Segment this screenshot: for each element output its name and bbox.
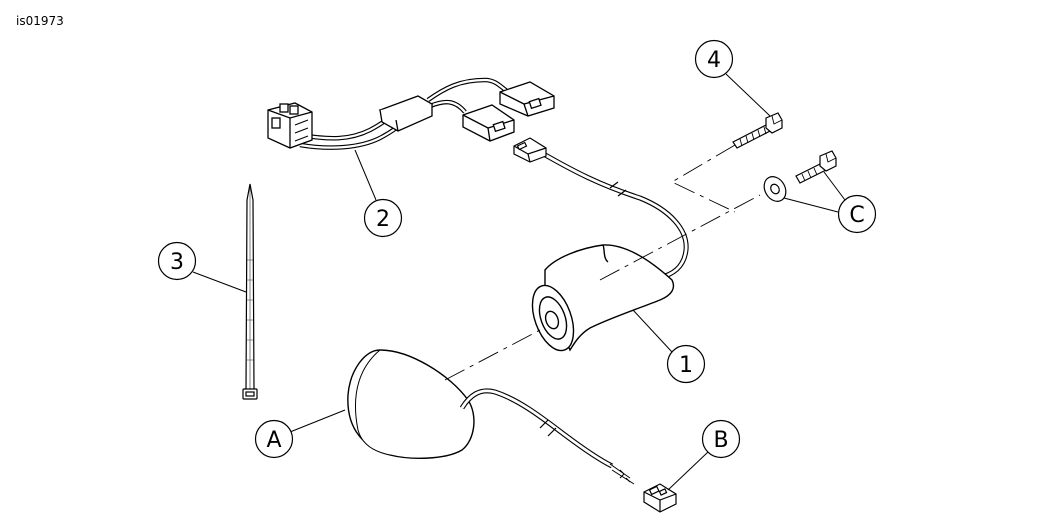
callout-2-label: 2 <box>376 207 390 232</box>
screw-c <box>795 150 837 184</box>
harness-plug-lower <box>462 104 515 142</box>
callout-b: B <box>701 419 741 459</box>
lens-lead-wire <box>459 388 635 485</box>
lamp-lens-a <box>347 349 475 459</box>
callout-1-label: 1 <box>679 353 693 378</box>
callout-c-label: C <box>849 203 864 228</box>
lamp-lead-wire <box>538 149 689 281</box>
callout-3: 3 <box>157 241 197 281</box>
callout-3-label: 3 <box>170 250 184 275</box>
harness-main-connector <box>267 102 313 149</box>
callout-2: 2 <box>363 198 403 238</box>
harness-splice-block <box>378 95 434 132</box>
document-id: is01973 <box>16 14 64 28</box>
screw-4 <box>732 112 783 149</box>
callout-1: 1 <box>666 344 706 384</box>
harness-plug-upper <box>499 81 555 117</box>
lamp-lead-connector <box>513 137 547 163</box>
callout-a: A <box>254 419 294 459</box>
leader-lines <box>192 73 846 491</box>
cable-tie <box>242 183 258 400</box>
callout-c: C <box>837 194 877 234</box>
callout-4: 4 <box>694 39 734 79</box>
lamp-housing <box>531 244 675 352</box>
callout-a-label: A <box>266 428 281 453</box>
callout-4-label: 4 <box>707 48 721 73</box>
alignment-lines <box>444 144 761 381</box>
connector-b <box>643 483 677 513</box>
washer-c <box>763 176 787 202</box>
callout-b-label: B <box>713 428 728 453</box>
